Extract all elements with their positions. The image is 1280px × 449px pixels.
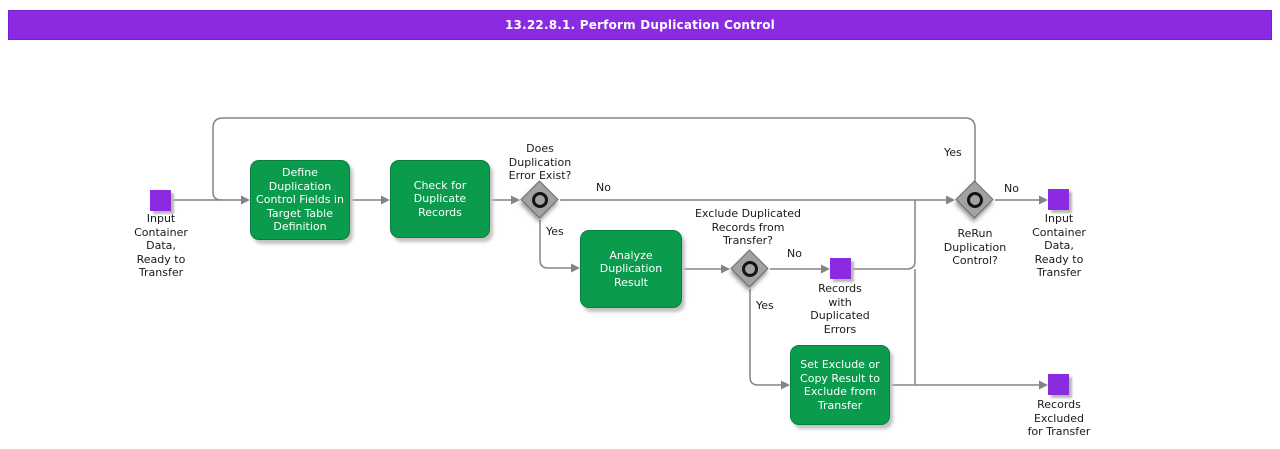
excluded-event-icon[interactable]	[1048, 374, 1069, 395]
gateway-exclude-question-label: Exclude Duplicated Records from Transfer…	[695, 207, 801, 247]
excluded-event-label: Records Excluded for Transfer	[1027, 398, 1091, 438]
edge-error-yes-to-analyze	[539, 220, 572, 269]
edge-label-exclude-no: No	[787, 247, 802, 260]
title-bar: 13.22.8.1. Perform Duplication Control	[8, 10, 1272, 40]
arrowhead	[821, 264, 830, 274]
arrowhead	[781, 380, 790, 390]
edge-rerun-yes-loop	[212, 117, 976, 201]
task-label: Analyze Duplication Result	[599, 248, 663, 289]
gateway-circle-icon	[967, 192, 983, 208]
edge-label-error-yes: Yes	[546, 225, 564, 238]
arrowhead	[721, 264, 730, 274]
gateway-does-duplication-error-exist[interactable]	[520, 180, 560, 220]
task-label: Define Duplication Control Fields in Tar…	[256, 166, 344, 234]
edge-dup-errors-to-merge	[851, 200, 916, 270]
end-event-icon[interactable]	[1048, 189, 1069, 210]
gateway-error-question-label: Does Duplication Error Exist?	[508, 142, 572, 182]
arrowhead	[241, 195, 250, 205]
arrowhead	[381, 195, 390, 205]
gateway-exclude-duplicated-records[interactable]	[730, 249, 770, 289]
dup-errors-event-icon[interactable]	[830, 258, 851, 279]
edge-label-error-no: No	[596, 181, 611, 194]
task-label: Set Exclude or Copy Result to Exclude fr…	[800, 358, 880, 412]
task-define-duplication-control-fields[interactable]: Define Duplication Control Fields in Tar…	[250, 160, 350, 240]
edge-label-rerun-yes: Yes	[944, 146, 962, 159]
edge-label-exclude-yes: Yes	[756, 299, 774, 312]
arrowhead	[946, 195, 955, 205]
arrowhead	[571, 263, 580, 273]
gateway-rerun-question-label: ReRun Duplication Control?	[943, 227, 1007, 267]
dup-errors-event-label: Records with Duplicated Errors	[810, 282, 870, 336]
task-label: Check for Duplicate Records	[413, 178, 467, 219]
gateway-rerun-duplication-control[interactable]	[955, 180, 995, 220]
task-check-for-duplicate-records[interactable]: Check for Duplicate Records	[390, 160, 490, 238]
page-title: 13.22.8.1. Perform Duplication Control	[505, 18, 775, 32]
arrowhead	[1039, 380, 1048, 390]
task-analyze-duplication-result[interactable]: Analyze Duplication Result	[580, 230, 682, 308]
edge-label-rerun-no: No	[1004, 182, 1019, 195]
task-set-exclude-or-copy-result[interactable]: Set Exclude or Copy Result to Exclude fr…	[790, 345, 890, 425]
end-event-label: Input Container Data, Ready to Transfer	[1032, 212, 1086, 279]
edge-exclude-yes-to-set	[749, 289, 782, 386]
gateway-circle-icon	[742, 261, 758, 277]
gateway-circle-icon	[532, 192, 548, 208]
start-event-icon[interactable]	[150, 190, 171, 211]
arrowhead	[1039, 195, 1048, 205]
start-event-label: Input Container Data, Ready to Transfer	[134, 212, 188, 279]
arrowhead	[511, 195, 520, 205]
